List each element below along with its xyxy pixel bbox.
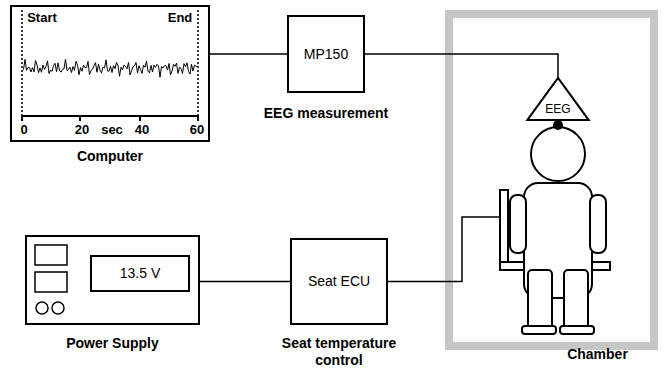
axis-label: 20 (75, 123, 89, 137)
triangle-shape (527, 78, 588, 120)
monitor-box: Computer (10, 5, 210, 142)
seated-person (500, 121, 610, 334)
axis-label: 60 (190, 123, 204, 137)
panel-button (35, 245, 67, 265)
axis-tick (21, 116, 23, 121)
marker-label: Start (27, 11, 57, 25)
panel-button (35, 272, 67, 292)
axis-label: sec (101, 123, 123, 137)
seat-wire (445, 217, 500, 282)
axis-tick (139, 116, 141, 121)
axis-label: 40 (135, 123, 149, 137)
box-caption: Computer (77, 148, 143, 165)
marker-line (197, 10, 199, 116)
leg (528, 270, 552, 328)
leg (564, 270, 588, 328)
box-label: 13.5 V (120, 265, 160, 282)
box-caption: Power Supply (66, 335, 159, 352)
box-caption: Seat temperature control (264, 335, 414, 369)
box-caption: Chamber (567, 346, 628, 363)
panel-knob (36, 302, 48, 314)
head (531, 127, 585, 181)
electrode-triangle: EEG (526, 77, 590, 121)
marker-label: End (168, 11, 193, 25)
signal-wire (365, 54, 558, 77)
box-label: Seat ECU (308, 273, 370, 290)
signal-trace (22, 59, 198, 77)
axis-tick (79, 116, 81, 121)
foot (522, 326, 556, 334)
time-axis (22, 115, 198, 117)
amplifier-box: MP150EEG measurement (287, 15, 365, 93)
controller-box: Seat ECUSeat temperature control (290, 238, 388, 325)
supply-controls (35, 245, 67, 314)
signal-wire (388, 281, 445, 283)
signal-wire (210, 53, 287, 55)
signal-wire (200, 281, 290, 283)
signal-plot (22, 10, 198, 121)
box-caption: EEG measurement (264, 105, 389, 122)
test-chamber: ChamberEEG (445, 10, 658, 350)
box-label: EEG (545, 102, 570, 116)
arm (510, 195, 526, 253)
display-box: 13.5 V (90, 255, 190, 292)
axis-tick (197, 116, 199, 121)
foot (560, 326, 594, 334)
marker-line (21, 10, 23, 116)
axis-label: 0 (20, 123, 27, 137)
box-label: MP150 (304, 46, 348, 63)
electrode-dot (554, 121, 562, 129)
arm (590, 195, 606, 253)
panel-knob (52, 302, 64, 314)
supply-box: Power Supply13.5 V (25, 235, 200, 325)
seat-back (500, 190, 508, 265)
chamber-outline (449, 14, 654, 346)
